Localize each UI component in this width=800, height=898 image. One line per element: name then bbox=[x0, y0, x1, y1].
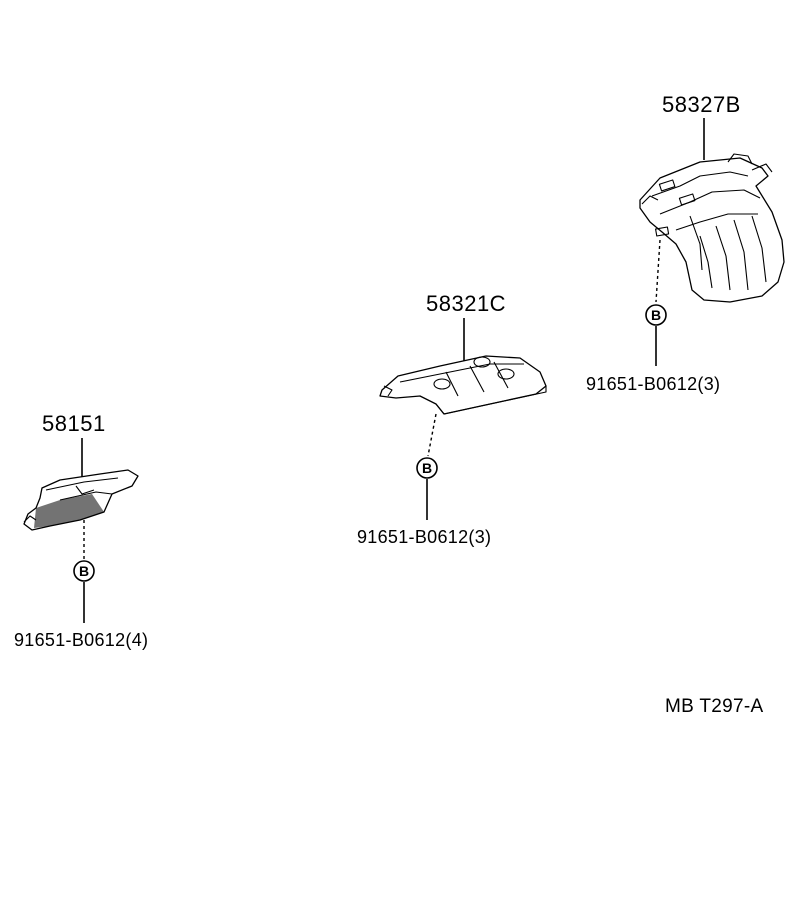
bolt-mark-letter: B bbox=[79, 563, 89, 579]
bolt-number-58321c: 91651-B0612(3) bbox=[357, 527, 491, 547]
part-58151: 58151 B 91651-B0612(4) bbox=[14, 411, 148, 650]
diagram-reference-code: MB T297-A bbox=[665, 696, 763, 717]
part-number-58321c: 58321C bbox=[426, 291, 506, 316]
bolt-mark-b-58151: B bbox=[73, 560, 95, 582]
part-58321c: 58321C B 91651-B0612(3) bbox=[357, 291, 547, 547]
heat-insulator-58327b-drawing bbox=[639, 153, 785, 303]
bolt-mark-letter: B bbox=[651, 307, 661, 323]
heat-insulator-58321c-drawing bbox=[379, 355, 547, 415]
bolt-number-58151: 91651-B0612(4) bbox=[14, 630, 148, 650]
part-58327b: 58327B B 91651-B0612(3) bbox=[586, 92, 785, 394]
part-number-58151: 58151 bbox=[42, 411, 106, 436]
bolt-number-58327b: 91651-B0612(3) bbox=[586, 374, 720, 394]
bolt-dash-58327b bbox=[655, 239, 661, 303]
bolt-mark-b-58327b: B bbox=[645, 304, 667, 326]
bolt-mark-b-58321c: B bbox=[416, 457, 438, 479]
bolt-dash-58321c bbox=[427, 413, 437, 457]
insulator-58151-drawing bbox=[23, 469, 139, 531]
bolt-mark-letter: B bbox=[422, 460, 432, 476]
part-number-58327b: 58327B bbox=[662, 92, 741, 117]
